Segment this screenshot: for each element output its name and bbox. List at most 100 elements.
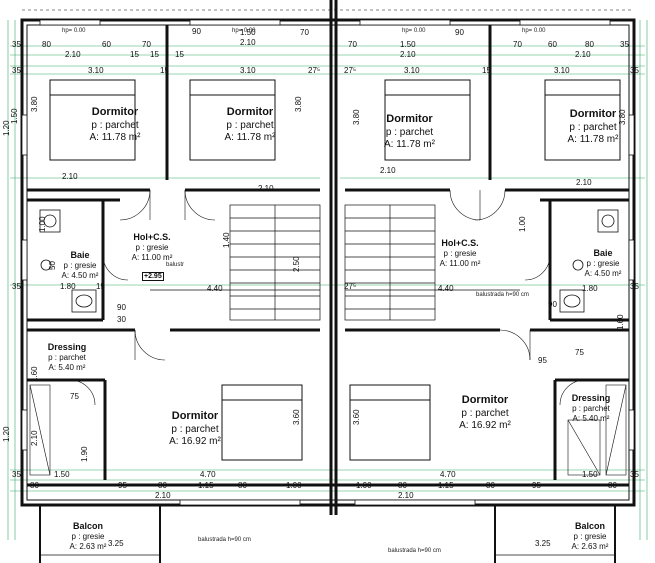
dimension-label: 3.10	[240, 66, 256, 75]
dimension-label: 80	[486, 481, 495, 490]
dimension-label: 1.00	[518, 216, 527, 232]
dimension-label: 1.50	[54, 470, 70, 479]
balustrade-note: balustrada h=90 cm	[388, 548, 441, 554]
interior-walls	[27, 25, 629, 487]
dimension-label: 95	[532, 481, 541, 490]
dimension-label: 2.10	[575, 50, 591, 59]
dimension-label: 80	[158, 481, 167, 490]
dimension-label: 2.10	[576, 178, 592, 187]
room-name: Dressing	[571, 393, 611, 403]
room-bedroom-bottom-right: Dormitor p : parchet A: 16.92 m²	[440, 394, 530, 433]
dimension-label: 35	[12, 282, 21, 291]
dimension-label: 2.10	[155, 491, 171, 500]
room-name: Dormitor	[386, 113, 433, 125]
room-hall-left: Hol+C.S. p : gresie A: 11.00 m²	[122, 232, 182, 263]
room-area: A: 11.78 m²	[567, 134, 619, 146]
dimension-label: 80	[238, 481, 247, 490]
dimension-label: 35	[620, 40, 629, 49]
room-area: A: 11.78 m²	[384, 139, 435, 151]
room-floor: p : parchet	[569, 121, 617, 133]
dimension-label: 90	[548, 300, 557, 309]
dimension-label: 35	[12, 40, 21, 49]
dimension-label: 3.80	[352, 109, 361, 125]
windows	[21, 19, 635, 506]
level-mark: +2.95	[142, 272, 164, 281]
dimension-label: 4.70	[200, 470, 216, 479]
room-name: Baie	[70, 250, 90, 260]
dimension-label: 90	[455, 28, 464, 37]
room-name: Balcon	[574, 521, 605, 531]
room-area: A: 11.78 m²	[224, 132, 276, 144]
dimension-label: 80	[30, 481, 39, 490]
room-area: A: 5.40 m²	[48, 363, 86, 373]
dimension-label: 70	[513, 40, 522, 49]
dimension-label: 80	[42, 40, 51, 49]
dimension-label: 80	[398, 481, 407, 490]
door-swings	[69, 189, 586, 406]
room-name: Dormitor	[461, 394, 509, 406]
dimension-label: 15	[96, 282, 105, 291]
room-floor: p : parchet	[91, 119, 139, 131]
balconies	[39, 505, 616, 563]
dimension-label: 15	[150, 50, 159, 59]
dimension-label: 80	[585, 40, 594, 49]
dimension-label: 90	[117, 303, 126, 312]
room-dressing-left: Dressing p : parchet A: 5.40 m²	[38, 342, 96, 373]
room-name: Dormitor	[171, 410, 219, 422]
hp-note: hp= 0.00	[402, 28, 426, 34]
dimension-label: 1.50	[582, 470, 598, 479]
dimension-label: 1.60	[30, 366, 39, 382]
room-area: A: 4.50 m²	[61, 271, 99, 281]
dimension-label: 3.25	[108, 539, 124, 548]
dimension-label: 30	[117, 315, 126, 324]
room-area: A: 5.40 m²	[572, 414, 610, 424]
dimension-label: 70	[300, 28, 309, 37]
dimension-label: 3.80	[30, 96, 39, 112]
dimension-label: 35	[630, 66, 639, 75]
room-balcony-right: Balcon p : gresie A: 2.63 m²	[560, 521, 620, 552]
room-area: A: 4.50 m²	[584, 269, 622, 279]
room-name: Baie	[593, 248, 613, 258]
room-bath-right: Baie p : gresie A: 4.50 m²	[578, 248, 628, 279]
dimension-label: 1.40	[222, 232, 231, 248]
dimension-label: 2.10	[380, 166, 396, 175]
hp-note: hp= 0.00	[62, 28, 86, 34]
dimension-label: 1.20	[2, 426, 11, 442]
dimension-label: 75	[575, 348, 584, 357]
dimension-lines	[7, 20, 648, 540]
dimension-label: 2.10	[65, 50, 81, 59]
room-area: A: 16.92 m²	[169, 436, 221, 448]
room-name: Hol+C.S.	[133, 232, 171, 242]
room-area: A: 2.63 m²	[69, 542, 107, 552]
room-area: A: 11.78 m²	[89, 132, 141, 144]
room-area: A: 2.63 m²	[571, 542, 609, 552]
hp-note: hp= 0.00	[232, 28, 256, 34]
room-floor: p : parchet	[385, 126, 434, 138]
room-name: Dressing	[47, 342, 87, 352]
dimension-label: 1.00	[286, 481, 302, 490]
beds	[49, 79, 621, 461]
dimension-label: 60	[102, 40, 111, 49]
room-bedroom-top-left: Dormitor p : parchet A: 11.78 m²	[70, 106, 160, 145]
room-floor: p : parchet	[226, 119, 274, 131]
dimension-label: 1.15	[198, 481, 214, 490]
room-area: A: 11.00 m²	[131, 253, 173, 263]
room-area: A: 16.92 m²	[459, 420, 511, 432]
dimension-label: 80	[608, 481, 617, 490]
dimension-label: 3.60	[292, 409, 301, 425]
dimension-label: 2.10	[240, 38, 256, 47]
dimension-label: 90	[192, 27, 201, 36]
staircase	[229, 204, 436, 321]
room-name: Dormitor	[91, 106, 139, 118]
room-floor: p : gresie	[443, 249, 477, 259]
dimension-label: 2.10	[258, 184, 274, 193]
dimension-label: 2.10	[398, 491, 414, 500]
dimension-label: 15	[175, 50, 184, 59]
dimension-label: 75	[70, 392, 79, 401]
dimension-label: 1.00	[356, 481, 372, 490]
dimension-label: 1.80	[582, 284, 598, 293]
room-floor: p : gresie	[71, 532, 105, 542]
dimension-label: 35	[12, 470, 21, 479]
dimension-label: 1.60	[616, 314, 625, 330]
bathroom-fixtures	[39, 209, 619, 313]
